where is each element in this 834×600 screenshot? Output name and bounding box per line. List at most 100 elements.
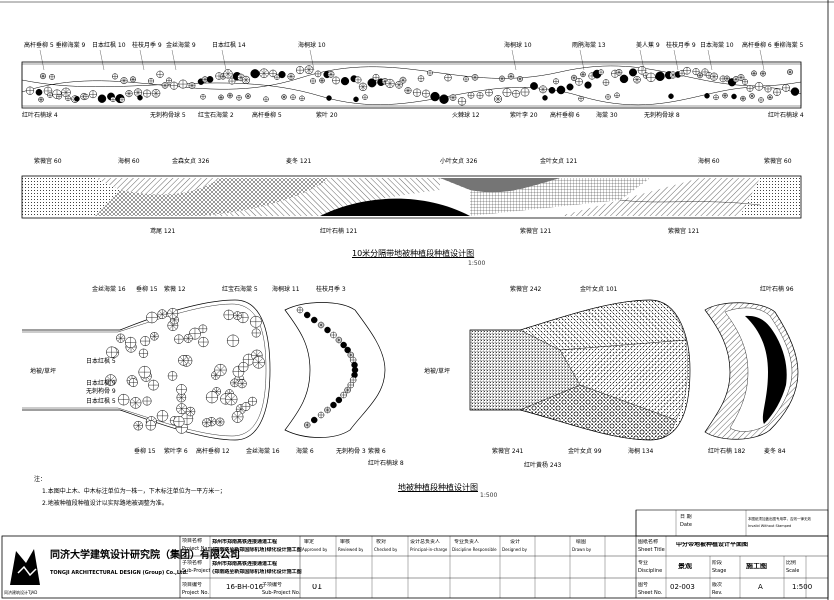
role-label-en: Designed by [502,547,527,552]
tree-symbol [439,94,449,104]
tree-symbol-mark [637,66,647,75]
tree-symbol [137,94,143,101]
tree-symbol [542,95,548,101]
tree-symbol [731,93,737,100]
tree-symbol-mark [740,96,746,102]
tree-symbol-mark [602,79,610,86]
strip1-label: 高杆垂柳 5 垂柳海棠 9 [24,42,86,49]
section1-title: 10米分隔带地被种植段种植设计图 [352,249,475,258]
tree-symbol [330,401,337,409]
tree-symbol-mark [399,77,407,84]
tree-symbol-mark [575,78,583,86]
tree-symbol-mark [202,418,211,427]
island-right-groundcover [469,299,799,441]
tree-symbol [310,416,318,424]
tree-symbol-mark [449,94,457,101]
strip1-label: 金丝海棠 9 [166,42,196,49]
tree-symbol-mark [251,328,261,338]
tree-symbol [430,91,440,102]
tree-symbol-mark [142,396,152,406]
tree-symbol-mark [362,94,368,100]
tree-symbol-mark [233,311,242,320]
tree-symbol-mark [517,76,523,82]
tree-symbol-mark [422,89,430,98]
tree-symbol-mark [148,78,154,84]
sheet-no-label: 图号 [638,582,649,588]
stage-label-en: Stage [712,568,727,574]
tree-symbol-mark [742,79,748,85]
planting-strip-groundcover [21,175,802,219]
tree-symbol-mark [188,82,196,89]
tree-symbol-mark [130,76,136,83]
tree-symbol [556,85,566,95]
tree-symbol-mark [335,337,342,343]
role-label: 设计总负责人 [410,539,441,545]
section2-title: 地被种植段种植设计图 [398,483,478,492]
tree-symbol-mark [274,74,280,80]
strip1-label: 美人蕉 9 [636,42,660,49]
tree-symbol-mark [263,96,269,102]
tree-symbol-mark [231,411,244,423]
revision-label-en: Rev. [712,590,723,596]
section1-scale: 1:500 [468,260,486,267]
tree-symbol-mark [200,94,206,100]
role-label: 专业负责人 [454,539,480,545]
role-label: 审定 [304,539,315,545]
subproject-no: 01 [312,584,323,590]
tree-symbol-mark [614,92,620,98]
tree-symbol-mark [290,94,296,100]
tree-symbol [548,86,556,94]
island-label: 红叶石楠 96 [760,286,794,293]
island-label: 紫叶李 6 [164,448,188,455]
tree-symbol-mark [228,77,236,85]
project-name-label-en: Project Name [182,546,216,552]
tree-symbol-mark [110,96,116,102]
island-label: 金丝海棠 16 [246,448,280,455]
tree-symbol-mark [138,366,151,379]
subproject-name-2: (郑南路至新郑国际机场)绿化设计施工图 [212,569,302,575]
logo-text: 同济建筑设计TJAD [4,590,38,595]
island-label: 紫薇 12 [164,286,186,293]
tree-symbol-mark [304,422,311,428]
tree-symbol-mark [148,380,159,391]
tree-symbol-mark [206,391,218,404]
strip2-label: 鸢尾 121 [150,228,176,235]
island-label: 垂柳 15 [136,286,158,293]
island-label: 紫薇 6 [368,448,386,455]
strip1-label: 海棠 30 [596,112,618,119]
tree-symbol-mark [227,93,233,99]
tree-symbol [790,87,800,96]
tree-symbol-mark [198,337,209,347]
notes-line: 1.本图中上木、中木标注单位为ㅡ株ㅡ，下木标注单位为ㅡ平方米ㅡ； [42,488,226,495]
tree-symbol-mark [251,349,263,361]
tree-symbol-mark [170,81,178,90]
tree-symbol [584,81,592,89]
tree-symbol-mark [40,73,46,79]
tree-symbol-mark [174,334,184,344]
strip1-label: 日本红枫 14 [212,42,246,49]
tree-symbol-mark [722,93,728,99]
sheet-no: 02-003 [670,584,695,590]
strip2-label: 海桐 60 [118,158,140,165]
project-no-label-en: Project No. [182,590,209,596]
tree-symbol-mark [319,77,325,84]
tree-symbol-mark [467,92,475,99]
tree-symbol-mark [178,355,189,366]
strip1-label: 高杆垂柳 5 [252,112,282,119]
strip2-label: 紫薇宫 60 [34,158,62,165]
date-label: 日 期 [680,514,692,520]
tree-symbol-mark [167,320,179,331]
tree-symbol-mark [269,69,277,77]
tree-symbol-mark [189,327,201,340]
tree-symbol-mark [385,79,395,88]
tree-symbol-mark [125,90,133,97]
revision-label: 版次 [712,582,723,588]
tree-symbol-mark [157,309,167,319]
tree-symbol-mark [767,94,773,100]
tree-symbol-mark [248,397,257,406]
tree-symbol-mark [773,88,781,96]
island-label: 海桐 134 [628,448,654,455]
tree-symbol [326,95,332,101]
tree-symbol [668,93,674,100]
